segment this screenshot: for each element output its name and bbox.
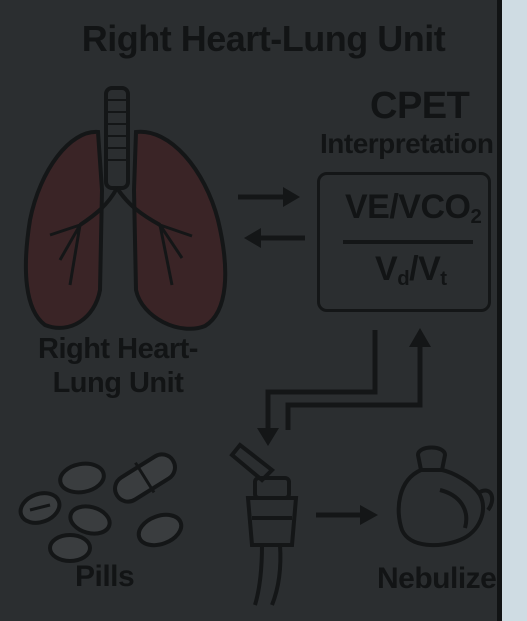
side-panel-edge — [497, 0, 502, 621]
pills-label: Pills — [75, 560, 134, 594]
nebulizer-label: Nebulizer — [377, 562, 508, 596]
